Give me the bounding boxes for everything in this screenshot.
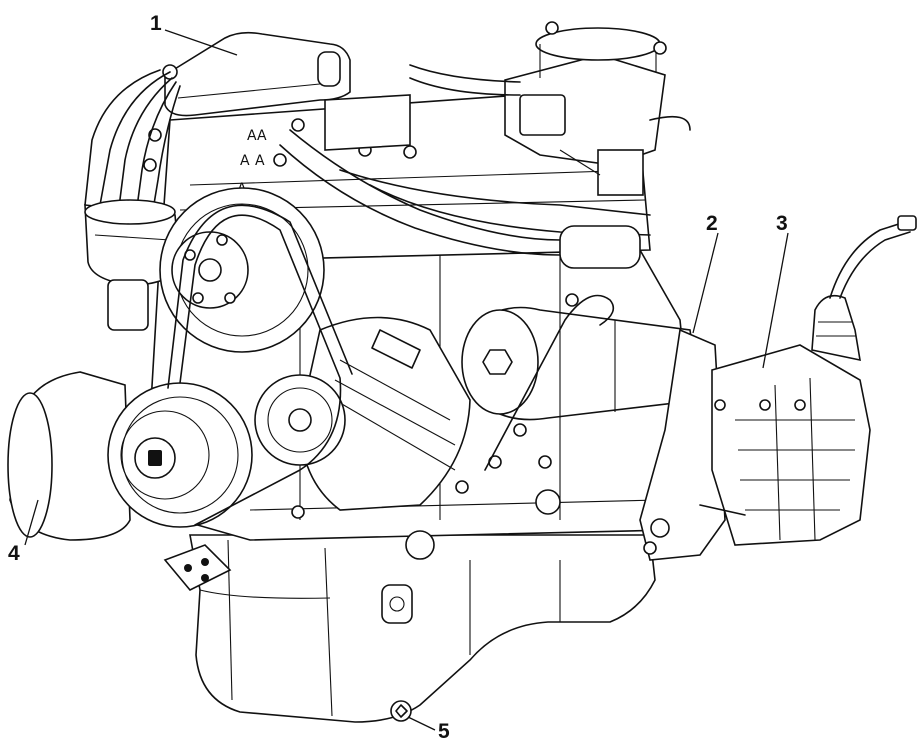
- gearbox: [699, 344, 871, 546]
- callout-1-leader: [164, 29, 238, 56]
- head-mark: A: [240, 153, 250, 169]
- callout-5: 5: [438, 720, 450, 743]
- distributor: [84, 199, 181, 331]
- gear-lever: [811, 215, 917, 362]
- fuel-and-coolant-hoses: [279, 64, 641, 269]
- callout-3-leader: [762, 232, 789, 369]
- callout-3: 3: [776, 212, 788, 235]
- carburettor: [504, 21, 691, 196]
- callout-4: 4: [8, 542, 20, 565]
- callout-1: 1: [150, 12, 162, 35]
- valve-cover: [162, 31, 351, 117]
- oil-filter: [7, 371, 131, 541]
- water-pump-pulley: [159, 187, 325, 353]
- callout-labels: 1 2 3 4 5: [8, 12, 788, 743]
- ignition-leads: [84, 69, 181, 229]
- oil-sump: [189, 534, 656, 723]
- sump-drain-plug: [390, 700, 412, 722]
- drive-belt: [167, 204, 353, 526]
- head-mark: A: [255, 153, 265, 169]
- callout-4-leader: [24, 499, 39, 546]
- callout-leaders: [24, 29, 789, 731]
- callout-5-leader: [407, 716, 436, 731]
- alternator: [254, 316, 471, 511]
- head-mark: A: [257, 128, 267, 144]
- head-mark: A: [247, 128, 257, 144]
- callout-2: 2: [706, 212, 718, 235]
- engine-mount: [163, 544, 232, 591]
- dipstick: [484, 294, 615, 471]
- crankshaft-pulley: [107, 382, 253, 528]
- callout-2-leader: [692, 232, 719, 334]
